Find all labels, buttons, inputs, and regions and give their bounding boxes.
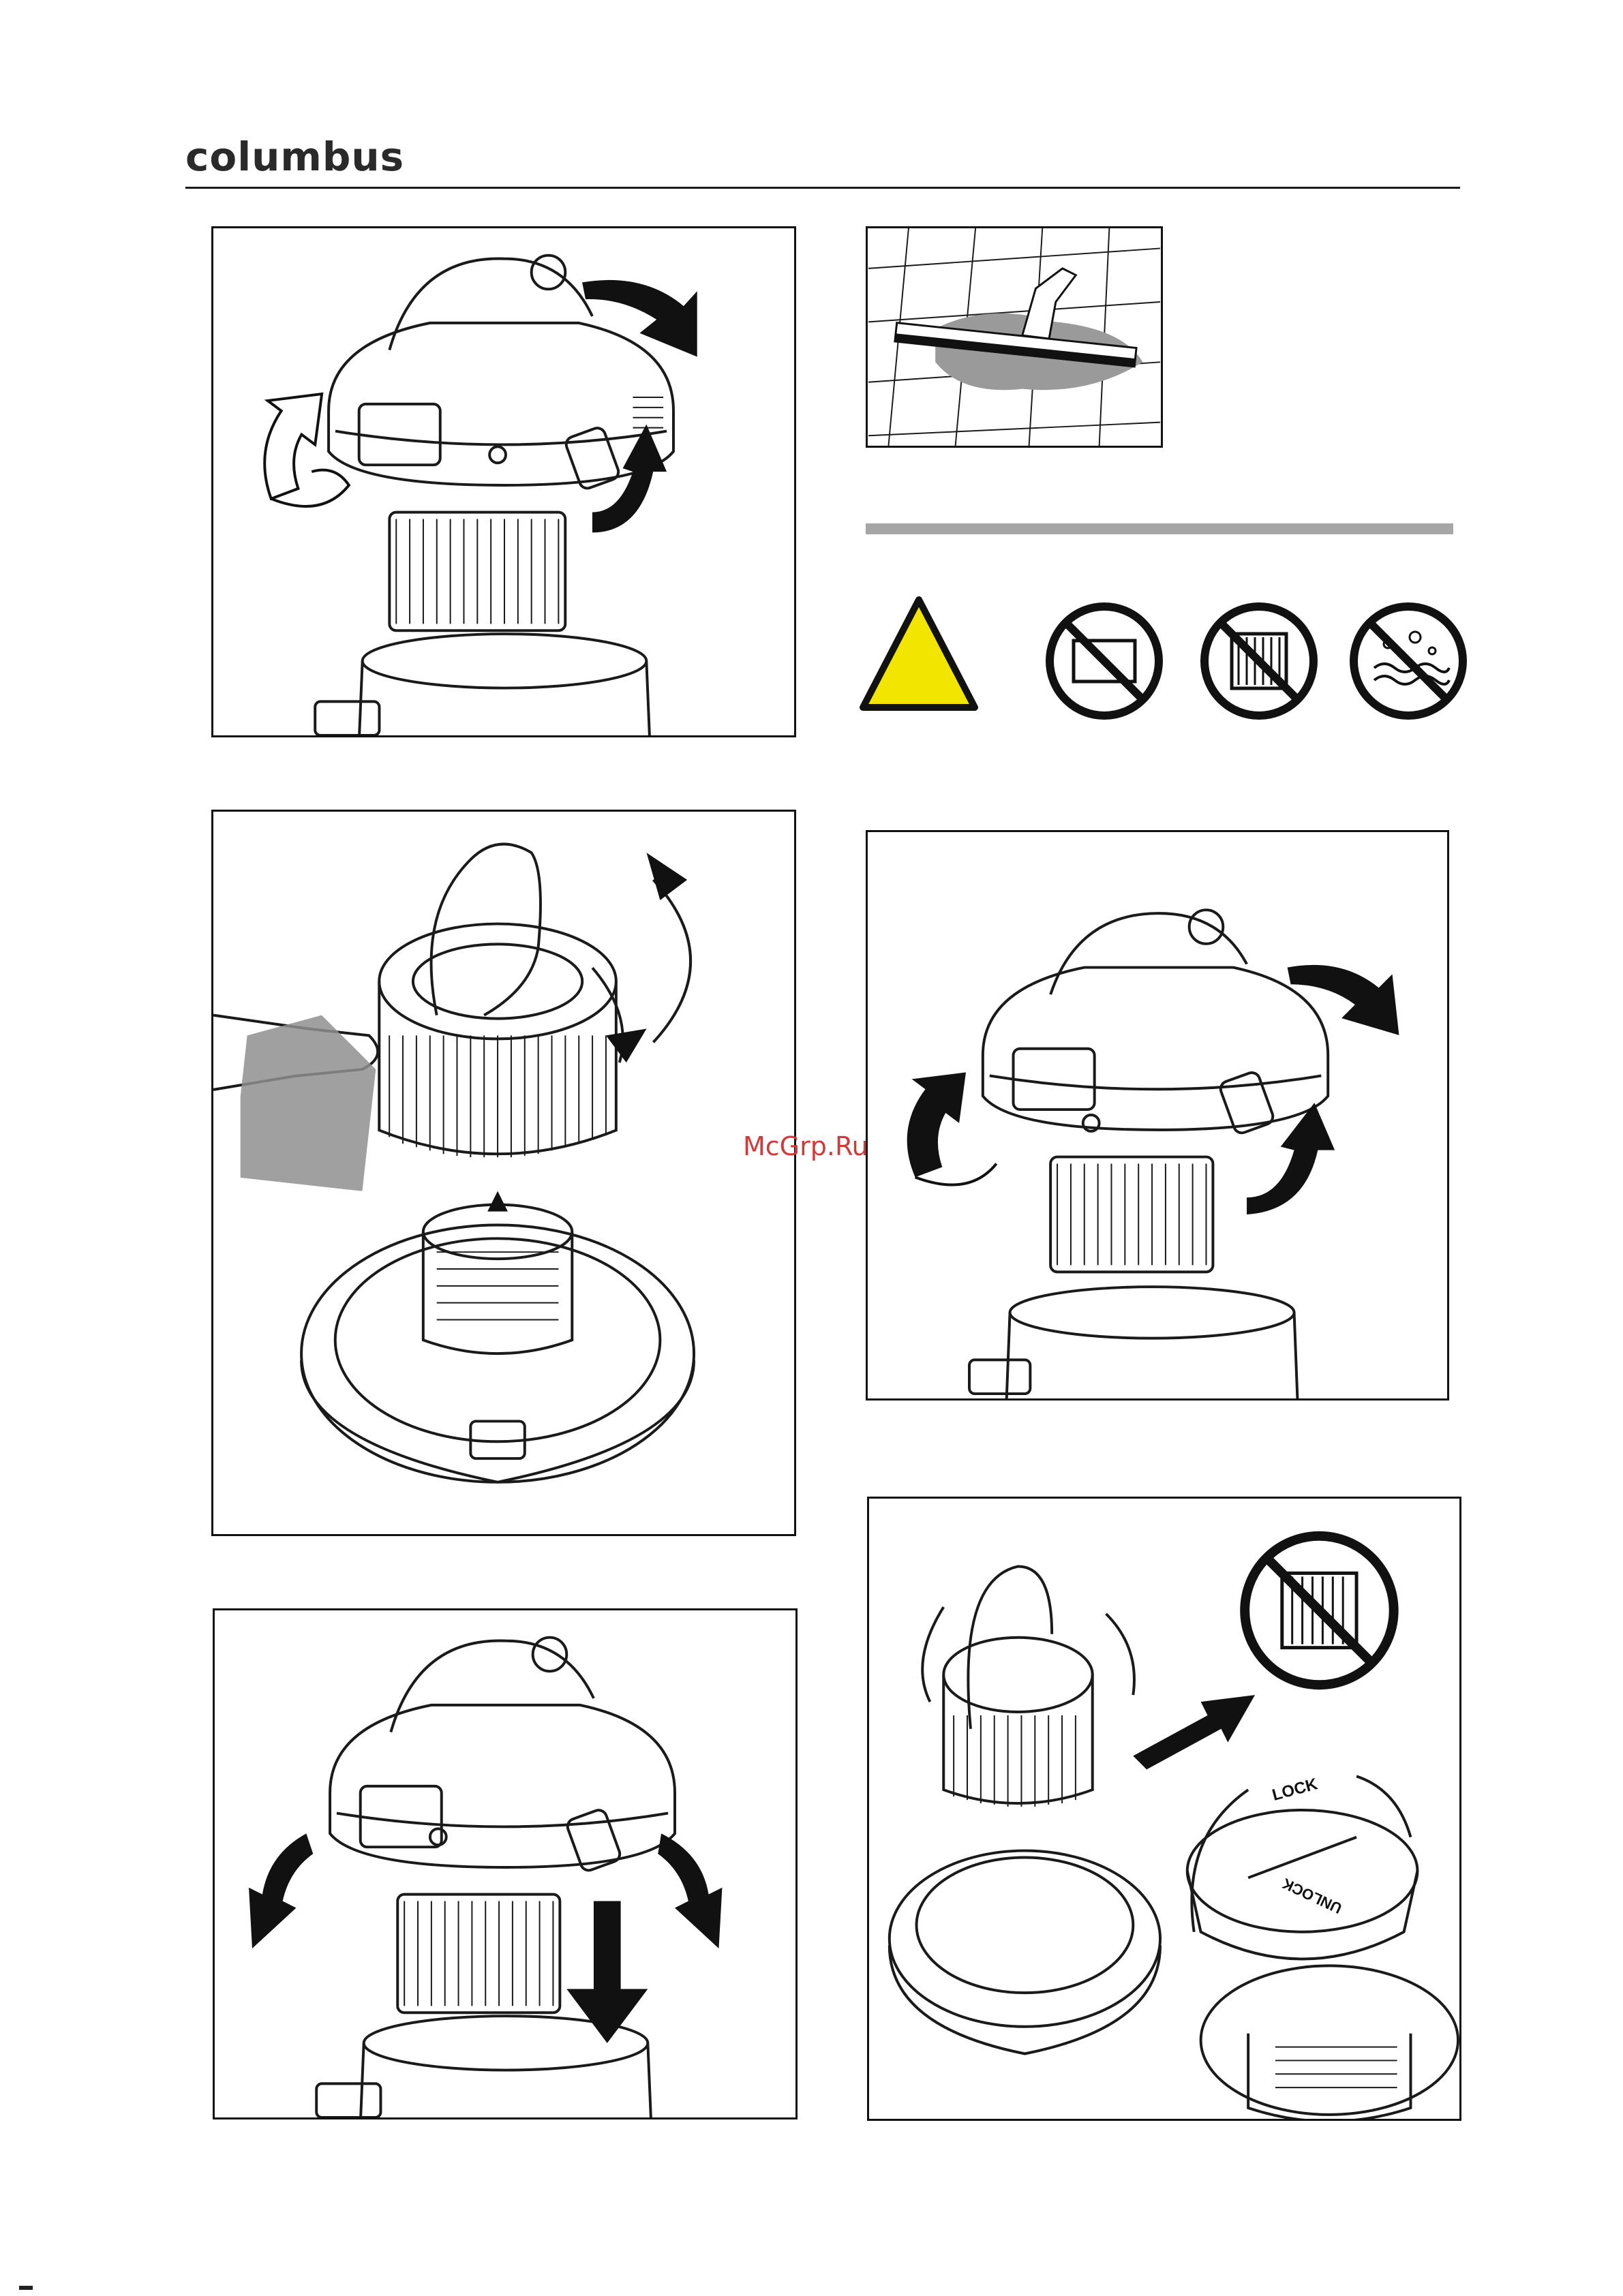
no-liquid-icon: [1347, 600, 1470, 722]
unlock-label: UNLOCK: [1279, 1875, 1344, 1917]
watermark: McGrp.Ru: [743, 1131, 868, 1161]
section-divider-bar: [866, 523, 1453, 534]
vacuum-head-lift-icon: [213, 228, 794, 735]
squeegee-floor-tool-icon: [868, 228, 1161, 446]
figure-clean-filter: [211, 810, 796, 1536]
warning-triangle-icon: [858, 593, 980, 716]
no-bag-icon: [1043, 600, 1166, 722]
figure-attach-head: [213, 1608, 798, 2119]
vacuum-head-lift-icon: [868, 832, 1447, 1398]
no-filter-icon: [1198, 600, 1320, 722]
header-rule: [185, 187, 1460, 189]
page-footer-mark: ▬: [19, 2278, 33, 2294]
filter-lock-unlock-icon: LOCK UNLOCK: [869, 1499, 1459, 2119]
filter-twist-wipe-icon: [213, 812, 794, 1534]
figure-remove-head: [211, 226, 796, 737]
figure-filter-replace: LOCK UNLOCK: [867, 1497, 1461, 2121]
figure-remove-head-2: [866, 830, 1449, 1400]
brand-logo: columbus: [185, 134, 404, 180]
figure-squeegee-floor: [866, 226, 1163, 448]
vacuum-head-lower-icon: [215, 1610, 795, 2117]
lock-label: LOCK: [1270, 1775, 1319, 1805]
